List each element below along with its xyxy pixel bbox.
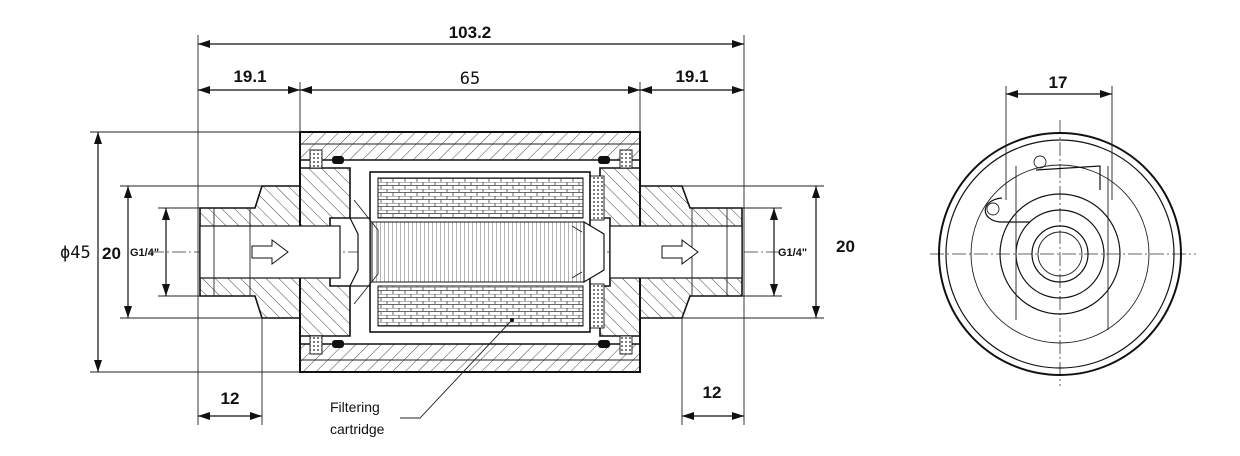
dim-body-length: 65: [460, 69, 480, 89]
section-view: [150, 131, 790, 373]
dim-left-thread: G1/4": [130, 247, 159, 259]
dim-right-height: 20: [836, 237, 855, 256]
dim-overall-length: 103.2: [449, 23, 492, 42]
dim-right-thread: G1/4": [778, 247, 807, 259]
dim-left-height: 20: [102, 244, 121, 263]
housing-top-wall: [299, 131, 641, 161]
dim-outer-diameter: ϕ45: [60, 243, 91, 263]
cartridge-label-line1: Filtering: [330, 399, 380, 415]
dim-end-view-width: 17: [1049, 73, 1068, 92]
dim-right-end-length: 19.1: [675, 67, 708, 86]
dim-right-thread-length: 12: [703, 383, 722, 402]
dim-left-thread-length: 12: [221, 389, 240, 408]
end-view: [930, 86, 1196, 386]
housing-bottom-wall: [299, 343, 641, 373]
dim-left-end-length: 19.1: [233, 67, 266, 86]
cartridge-label-line2: cartridge: [330, 421, 385, 437]
filtering-cartridge: [349, 171, 605, 333]
dimension-lines: [90, 35, 824, 425]
